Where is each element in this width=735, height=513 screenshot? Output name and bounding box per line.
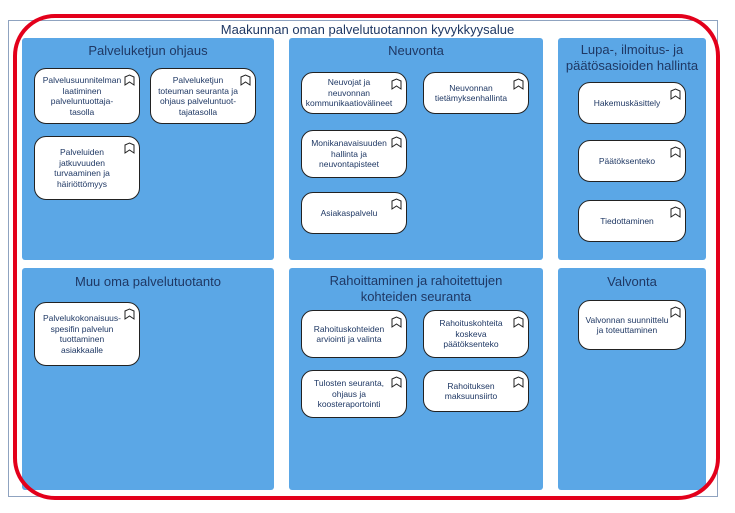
capability-icon [513,78,524,90]
capability-icon [391,316,402,328]
capability-icon [670,146,681,158]
group-title: Lupa-, ilmoitus- ja päätösasioiden halli… [565,42,699,73]
card-label: Palveluketjun toteuman seuranta ja ohjau… [158,75,238,117]
capability-icon [391,136,402,148]
capability-icon [391,376,402,388]
capability-icon [513,316,524,328]
card-label: Rahoituksen maksuunsiirto [444,380,498,402]
capability-card[interactable]: Hakemuskäsittely [578,82,686,124]
group-title: Rahoittaminen ja rahoitettujen kohteiden… [329,273,503,304]
capability-card[interactable]: Päätöksenteko [578,140,686,182]
card-label: Palveluiden jatkuvuuden turvaaminen ja h… [54,147,110,189]
group-rahoittaminen: Rahoittaminen ja rahoitettujen kohteiden… [289,268,543,490]
capability-card[interactable]: Valvonnan suunnittelu ja toteuttaminen [578,300,686,350]
capability-card[interactable]: Tulosten seuranta, ohjaus ja koosterapor… [301,370,407,418]
capability-card[interactable]: Palveluketjun toteuman seuranta ja ohjau… [150,68,256,124]
card-label: Tulosten seuranta, ohjaus ja koosterapor… [313,378,385,410]
card-label: Asiakaspalvelu [320,207,378,218]
capability-card[interactable]: Palvelusuunnitelman laatiminen palvelunt… [34,68,140,124]
group-title: Valvonta [607,274,657,289]
card-label: Tiedottaminen [600,215,654,226]
card-label: Monikanavaisuuden hallinta ja neuvontapi… [311,138,387,170]
group-valvonta: Valvonta Valvonnan suunnittelu ja toteut… [558,268,706,490]
card-label: Hakemuskäsittely [593,97,661,108]
group-palveluketjun-ohjaus: Palveluketjun ohjaus Palvelusuunnitelman… [22,38,274,260]
capability-icon [391,78,402,90]
capability-card[interactable]: Rahoituksen maksuunsiirto [423,370,529,412]
capability-card[interactable]: Monikanavaisuuden hallinta ja neuvontapi… [301,130,407,178]
card-label: Palvelukokonaisuus-spesifin palvelun tuo… [43,313,121,355]
card-label: Valvonnan suunnittelu ja toteuttaminen [585,314,669,336]
group-title: Neuvonta [388,43,444,58]
capability-icon [391,198,402,210]
capability-icon [670,88,681,100]
capability-icon [513,376,524,388]
card-label: Rahoituskohteita koskeva päätöksenteko [439,318,503,350]
capability-card[interactable]: Neuvojat ja neuvonnan kommunikaatiovälin… [301,72,407,114]
group-lupa-ilmoitus-paatosasiat: Lupa-, ilmoitus- ja päätösasioiden halli… [558,38,706,260]
capability-card[interactable]: Palveluiden jatkuvuuden turvaaminen ja h… [34,136,140,200]
capability-card[interactable]: Asiakaspalvelu [301,192,407,234]
capability-card[interactable]: Neuvonnan tietämyksenhallinta [423,72,529,114]
capability-card[interactable]: Tiedottaminen [578,200,686,242]
capability-icon [124,74,135,86]
card-label: Rahoituskohteiden arviointi ja valinta [313,323,385,345]
card-label: Neuvonnan tietämyksenhallinta [434,82,508,104]
card-label: Neuvojat ja neuvonnan kommunikaatiovälin… [305,77,393,109]
capability-icon [240,74,251,86]
capability-card[interactable]: Rahoituskohteiden arviointi ja valinta [301,310,407,358]
capability-icon [670,206,681,218]
card-label: Palvelusuunnitelman laatiminen palvelunt… [42,75,122,117]
capability-icon [124,308,135,320]
capability-icon [670,306,681,318]
capability-card[interactable]: Rahoituskohteita koskeva päätöksenteko [423,310,529,358]
group-title: Palveluketjun ohjaus [88,43,208,58]
group-neuvonta: Neuvonta Neuvojat ja neuvonnan kommunika… [289,38,543,260]
group-muu-oma-palvelutuotanto: Muu oma palvelutuotanto Palvelukokonaisu… [22,268,274,490]
group-title: Muu oma palvelutuotanto [75,274,221,289]
card-label: Päätöksenteko [598,155,656,166]
diagram-title: Maakunnan oman palvelutuotannon kyvykkyy… [220,22,515,37]
capability-card[interactable]: Palvelukokonaisuus-spesifin palvelun tuo… [34,302,140,366]
capability-icon [124,142,135,154]
